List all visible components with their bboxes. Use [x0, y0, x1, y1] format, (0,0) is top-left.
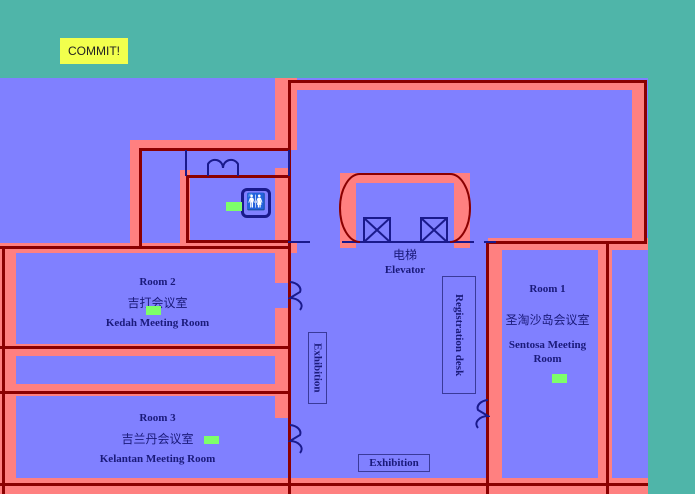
exhibition-stand: Exhibition: [308, 332, 327, 404]
marker: [552, 374, 567, 383]
marker: [146, 306, 161, 315]
room-1[interactable]: Room 1 圣淘沙岛会议室 Sentosa Meeting Room: [505, 283, 590, 365]
marker: [226, 202, 242, 211]
door-icon: [288, 281, 303, 311]
door-icon: [475, 399, 490, 429]
registration-desk: Registration desk: [442, 276, 476, 394]
floor-plan: 🚻 电梯 Elevator Registration desk Exhibiti…: [0, 78, 648, 494]
door-icon: [207, 158, 239, 176]
elevator-label-cn: 电梯: [392, 248, 417, 262]
commit-button[interactable]: COMMIT!: [60, 38, 128, 64]
restroom-icon: 🚻: [241, 188, 271, 218]
room-2[interactable]: Room 2 吉打会议室 Kedah Meeting Room: [105, 276, 210, 329]
elevator-icon: [339, 173, 471, 243]
room-3[interactable]: Room 3 吉兰丹会议室 Kelantan Meeting Room: [99, 412, 216, 465]
exhibition-stand: Exhibition: [358, 454, 430, 472]
door-icon: [288, 424, 303, 454]
elevator-label: Elevator: [384, 264, 426, 276]
marker: [204, 436, 219, 444]
